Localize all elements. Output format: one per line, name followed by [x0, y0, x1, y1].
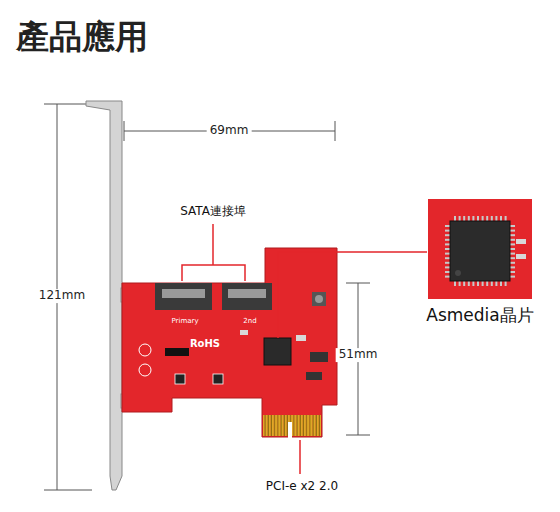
- component: [516, 254, 526, 259]
- chip-pin: [495, 281, 497, 286]
- ce-mark: [139, 364, 151, 376]
- chip-pin: [510, 253, 515, 255]
- chip-pin: [500, 216, 502, 221]
- chip-pin: [445, 266, 450, 268]
- chip-pin: [505, 216, 507, 221]
- led: [175, 374, 185, 384]
- chip-pin: [472, 281, 474, 286]
- chip-pin: [510, 248, 515, 250]
- leader-line: [212, 224, 214, 265]
- chip-pin: [505, 281, 507, 286]
- chip-pin: [510, 266, 515, 268]
- chip-pin: [445, 234, 450, 236]
- callout-label: 69mm: [207, 124, 252, 138]
- controller-chip: [264, 338, 291, 365]
- sata-slot: [162, 289, 205, 298]
- chip-closeup: Asmedia晶片: [423, 199, 536, 327]
- chip-pin: [454, 281, 456, 286]
- sata-slot: [228, 289, 266, 298]
- pcb-board: [122, 248, 337, 437]
- pcb-closeup: [428, 199, 532, 299]
- sata-connector: [155, 283, 212, 310]
- pcie-key-notch: [288, 422, 292, 438]
- chip-pin: [491, 281, 493, 286]
- chip-photo: [428, 199, 532, 299]
- leader-line: [278, 252, 427, 338]
- chip-pin: [486, 281, 488, 286]
- callout-label: PCI-e x2 2.0: [266, 480, 338, 494]
- chip-pin: [445, 230, 450, 232]
- callout-label: 121mm: [36, 289, 88, 303]
- jumper: [165, 348, 189, 356]
- chip-pin: [445, 243, 450, 245]
- chip-pin: [500, 281, 502, 286]
- chip-pin: [510, 271, 515, 273]
- dimension-tick: [44, 104, 92, 105]
- chip-pin: [445, 248, 450, 250]
- chip-pin: [510, 239, 515, 241]
- dimension-tick: [124, 121, 125, 141]
- leader-line: [299, 440, 301, 474]
- chip-pin: [459, 281, 461, 286]
- dimension-tick: [335, 121, 336, 141]
- silkscreen-text: 2nd: [243, 317, 256, 325]
- chip-pin: [463, 281, 465, 286]
- component: [296, 335, 306, 341]
- chip-pin: [510, 230, 515, 232]
- chip-pin: [510, 243, 515, 245]
- chip-pin: [486, 216, 488, 221]
- chip-pin: [491, 216, 493, 221]
- callout-bracket: [182, 265, 245, 281]
- chip-pin: [445, 262, 450, 264]
- chip-label: Asmedia晶片: [423, 304, 536, 327]
- chip-pin: [454, 216, 456, 221]
- fc-mark: [139, 344, 151, 356]
- dimension-tick: [44, 490, 92, 491]
- chip-pin: [482, 281, 484, 286]
- chip-pin: [463, 216, 465, 221]
- chip-pin: [445, 253, 450, 255]
- component: [315, 295, 323, 303]
- component: [240, 330, 248, 335]
- chip-pin: [472, 216, 474, 221]
- component: [516, 239, 526, 244]
- chip-pin: [510, 225, 515, 227]
- chip-pin: [510, 262, 515, 264]
- page-title: 產品應用: [16, 18, 148, 56]
- dimension-tick: [346, 435, 370, 436]
- component: [306, 372, 322, 380]
- chip-pin: [445, 271, 450, 273]
- chip-pin: [445, 225, 450, 227]
- chip-pin: [468, 216, 470, 221]
- chip-pin: [482, 216, 484, 221]
- chip-dot: [455, 270, 461, 276]
- chip-pin: [510, 276, 515, 278]
- chip-pin: [445, 276, 450, 278]
- chip-body: [450, 221, 510, 281]
- chip-pin: [445, 239, 450, 241]
- silkscreen-text: RoHS: [190, 338, 220, 350]
- led: [213, 374, 223, 384]
- metal-bracket: [86, 101, 122, 490]
- sata-connector: [222, 283, 272, 310]
- chip-pin: [477, 216, 479, 221]
- callout-label: 51mm: [336, 348, 381, 362]
- chip-pin: [510, 234, 515, 236]
- chip-pin: [468, 281, 470, 286]
- component: [312, 292, 326, 306]
- dimension-tick: [346, 283, 370, 284]
- callout-label: SATA連接埠: [180, 205, 246, 219]
- chip-pin: [445, 257, 450, 259]
- chip-pin: [477, 281, 479, 286]
- chip-pin: [510, 257, 515, 259]
- chip-pin: [459, 216, 461, 221]
- component: [310, 352, 328, 362]
- silkscreen-text: Primary: [171, 317, 198, 325]
- chip-pin: [495, 216, 497, 221]
